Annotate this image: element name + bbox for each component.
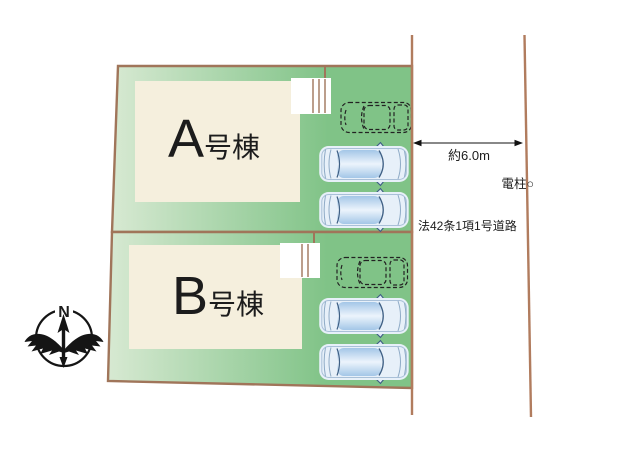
lot-b-parked-car-1 bbox=[318, 293, 410, 339]
compass-wing-right-icon bbox=[64, 333, 104, 355]
arrowhead-right-icon bbox=[514, 139, 523, 147]
compass-needle-tail-icon bbox=[59, 357, 68, 368]
road-far-edge-line bbox=[523, 34, 533, 418]
road-width-dimension: 約6.0m bbox=[413, 139, 523, 163]
lot-b-parked-car-2 bbox=[318, 339, 410, 385]
building-a-footprint bbox=[135, 81, 300, 202]
building-b-label: B号棟 bbox=[172, 266, 264, 326]
north-compass: N bbox=[24, 301, 104, 368]
building-a-label: A号棟 bbox=[168, 109, 260, 169]
building-a-suffix: 号棟 bbox=[204, 132, 260, 163]
building-a-letter: A bbox=[168, 109, 204, 169]
lot-a-parked-car-1 bbox=[318, 141, 410, 187]
lot-a-parked-car-2 bbox=[318, 187, 410, 233]
compass-n-backplate bbox=[55, 301, 73, 317]
arrowhead-left-icon bbox=[413, 139, 422, 147]
porch-box bbox=[280, 243, 320, 278]
building-b-footprint bbox=[129, 245, 302, 349]
building-b-porch bbox=[280, 243, 320, 278]
road-type-label: 法42条1項1号道路 bbox=[418, 218, 517, 233]
compass-north-label: N bbox=[58, 304, 70, 321]
road-width-label: 約6.0m bbox=[448, 148, 490, 163]
compass-wing-left-icon bbox=[24, 333, 64, 355]
building-b-letter: B bbox=[172, 266, 208, 326]
utility-pole-label: 電柱○ bbox=[501, 176, 534, 191]
building-a-porch bbox=[291, 78, 331, 114]
compass-needle-arrowhead-icon bbox=[57, 314, 70, 333]
compass-needle-shaft bbox=[61, 326, 66, 360]
building-b-suffix: 号棟 bbox=[208, 289, 264, 320]
